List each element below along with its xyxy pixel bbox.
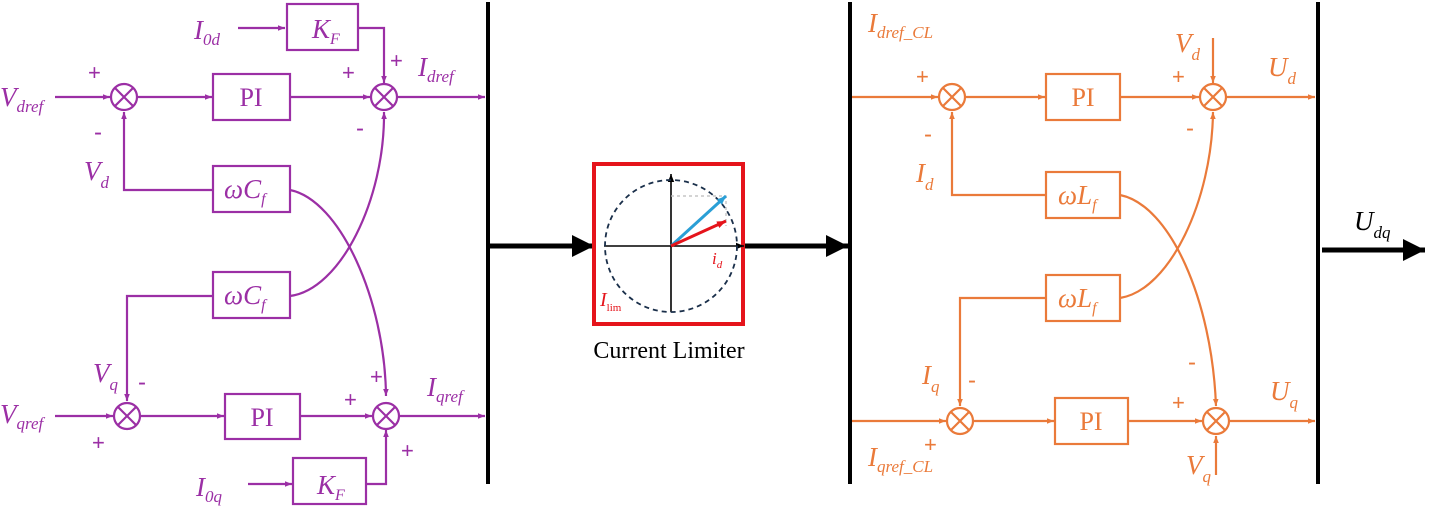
wlf-top-label: ωLf — [1058, 180, 1099, 214]
pi-bottom-label-cl: PI — [1079, 407, 1102, 436]
id-feedback-label: Id — [915, 158, 934, 194]
limit-circle — [604, 179, 738, 313]
pi-bottom-label: PI — [250, 403, 273, 432]
vd-feedback-label: Vd — [84, 156, 110, 192]
id-label: id — [712, 249, 723, 271]
sum-iq — [945, 406, 975, 436]
kf-bottom-block — [291, 456, 368, 506]
wlf-bottom-label: ωLf — [1058, 283, 1099, 317]
wire-vd-feedback — [121, 112, 212, 192]
current-loop — [852, 38, 1315, 475]
sign-plus: + — [88, 60, 101, 85]
vqref-label: Vqref — [0, 399, 46, 433]
pi-bottom-block-cl — [1053, 396, 1130, 446]
sign-plus: + — [344, 387, 357, 412]
wire-kf-top — [358, 26, 387, 83]
idref-out-label: Idref — [417, 52, 456, 86]
wire-cross-up-cl — [1119, 111, 1216, 300]
voltage-loop — [55, 2, 485, 506]
sign-minus: - — [924, 121, 932, 148]
sign-minus: - — [138, 369, 146, 396]
wire-cross-down — [289, 188, 389, 397]
wire-id-feedback — [949, 112, 1045, 197]
sign-plus: + — [401, 438, 414, 463]
vq-feedback-label: Vq — [93, 358, 119, 394]
current-limiter-caption: Current Limiter — [593, 338, 744, 364]
sign-plus: + — [1172, 390, 1185, 415]
wlf-bottom-block — [1044, 273, 1122, 323]
i0d-label: I0d — [193, 15, 221, 49]
wcf-bottom-block — [211, 270, 292, 320]
wire-vq-feedback — [124, 294, 212, 401]
sum-uq — [1201, 406, 1231, 436]
wcf-top-block — [211, 164, 292, 214]
wire-iq-feedback — [957, 296, 1045, 406]
idref-cl-label: Idref_CL — [867, 8, 933, 42]
sign-minus: - — [1186, 115, 1194, 142]
sum-ud — [1198, 82, 1228, 112]
current-vector-unlimited — [669, 194, 728, 248]
wlf-top-block — [1044, 170, 1122, 220]
vq-feedforward-label: Vq — [1186, 450, 1212, 486]
current-vector-limited — [670, 219, 727, 248]
wire-cross-up — [289, 111, 387, 298]
wire-cross-down-cl — [1119, 193, 1219, 407]
bus-bars — [486, 2, 1320, 484]
sum-iqref — [371, 401, 401, 431]
sign-minus: - — [356, 115, 364, 142]
sign-minus: - — [94, 119, 102, 146]
sign-minus: - — [1188, 349, 1196, 376]
wire-kf-bottom — [366, 430, 389, 486]
vdref-label: Vdref — [0, 82, 46, 116]
current-limiter: id Ilim Current Limiter — [490, 162, 848, 364]
sign-plus: + — [342, 60, 355, 85]
sum-id — [937, 82, 967, 112]
sign-plus: + — [916, 64, 929, 89]
sign-plus: + — [370, 364, 383, 389]
sign-plus: + — [1172, 64, 1185, 89]
sign-minus: - — [968, 367, 976, 394]
sum-vd — [109, 82, 139, 112]
sign-plus: + — [924, 432, 937, 457]
iq-feedback-label: Iq — [921, 360, 940, 396]
iqref-cl-label: Iqref_CL — [867, 442, 933, 476]
wcf-top-label: ωCf — [224, 174, 268, 208]
udq-label: Udq — [1354, 206, 1391, 242]
sum-idref — [369, 82, 399, 112]
kf-bottom-label: KF — [316, 470, 345, 504]
i0q-label: I0q — [195, 472, 223, 506]
current-loop-labels: PI PI ωLf ωLf Idref_CL Iqref_CL Id Iq Vd… — [867, 8, 1299, 486]
sign-plus: + — [92, 430, 105, 455]
pi-top-block — [211, 72, 292, 122]
voltage-loop-labels: PI PI KF KF ωCf ωCf Vdref Vqref Vd Vq I0… — [0, 14, 465, 506]
output: Udq — [1322, 206, 1425, 261]
iqref-out-label: Iqref — [426, 372, 465, 406]
pi-bottom-block — [223, 392, 302, 441]
pi-top-label: PI — [239, 83, 262, 112]
uq-out-label: Uq — [1270, 376, 1299, 412]
ilim-label: Ilim — [599, 289, 622, 314]
pi-top-label-cl: PI — [1071, 83, 1094, 112]
sum-vq — [112, 401, 142, 431]
sign-plus: + — [390, 48, 403, 73]
limiter-box — [592, 162, 745, 326]
kf-top-block — [285, 2, 360, 52]
ud-out-label: Ud — [1268, 52, 1297, 88]
wcf-bottom-label: ωCf — [224, 280, 268, 314]
kf-top-label: KF — [311, 14, 340, 48]
vd-feedforward-label: Vd — [1175, 28, 1201, 64]
pi-top-block-cl — [1044, 72, 1122, 122]
